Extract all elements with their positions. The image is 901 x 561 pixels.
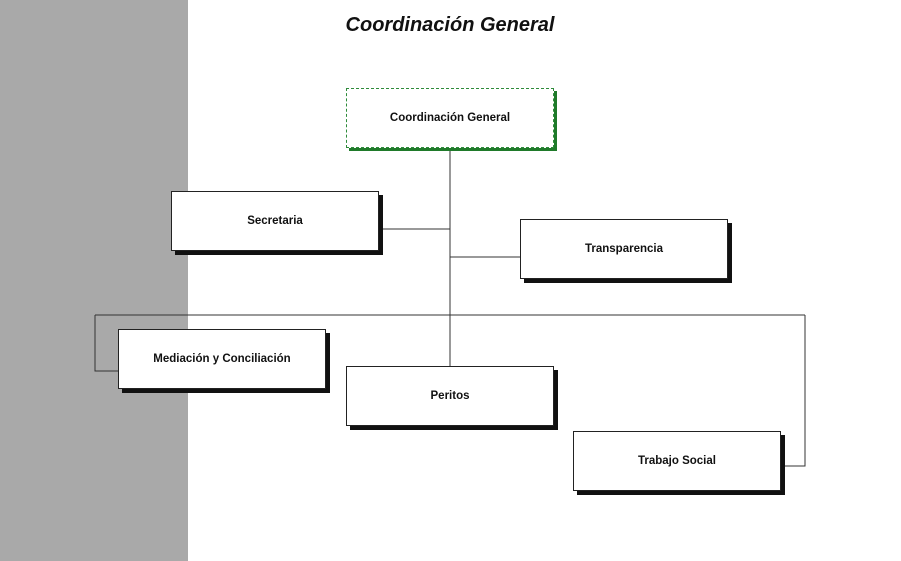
connector-trabajo-social [782, 315, 806, 467]
left-gray-panel [0, 0, 188, 561]
org-node-trabajo-social: Trabajo Social [573, 431, 781, 491]
org-node-coordinacion-general: Coordinación General [346, 88, 554, 148]
node-label: Mediación y Conciliación [153, 353, 291, 365]
node-label: Transparencia [585, 243, 663, 255]
node-label: Secretaria [247, 215, 303, 227]
org-node-secretaria: Secretaria [171, 191, 379, 251]
org-node-transparencia: Transparencia [520, 219, 728, 279]
node-label: Coordinación General [389, 112, 511, 124]
org-node-mediacion-conciliacion: Mediación y Conciliación [118, 329, 326, 389]
connector-mediacion [94, 315, 118, 372]
node-label: Trabajo Social [638, 455, 716, 467]
org-node-peritos: Peritos [346, 366, 554, 426]
diagram-title: Coordinación General [345, 14, 555, 36]
node-label: Peritos [430, 390, 470, 402]
